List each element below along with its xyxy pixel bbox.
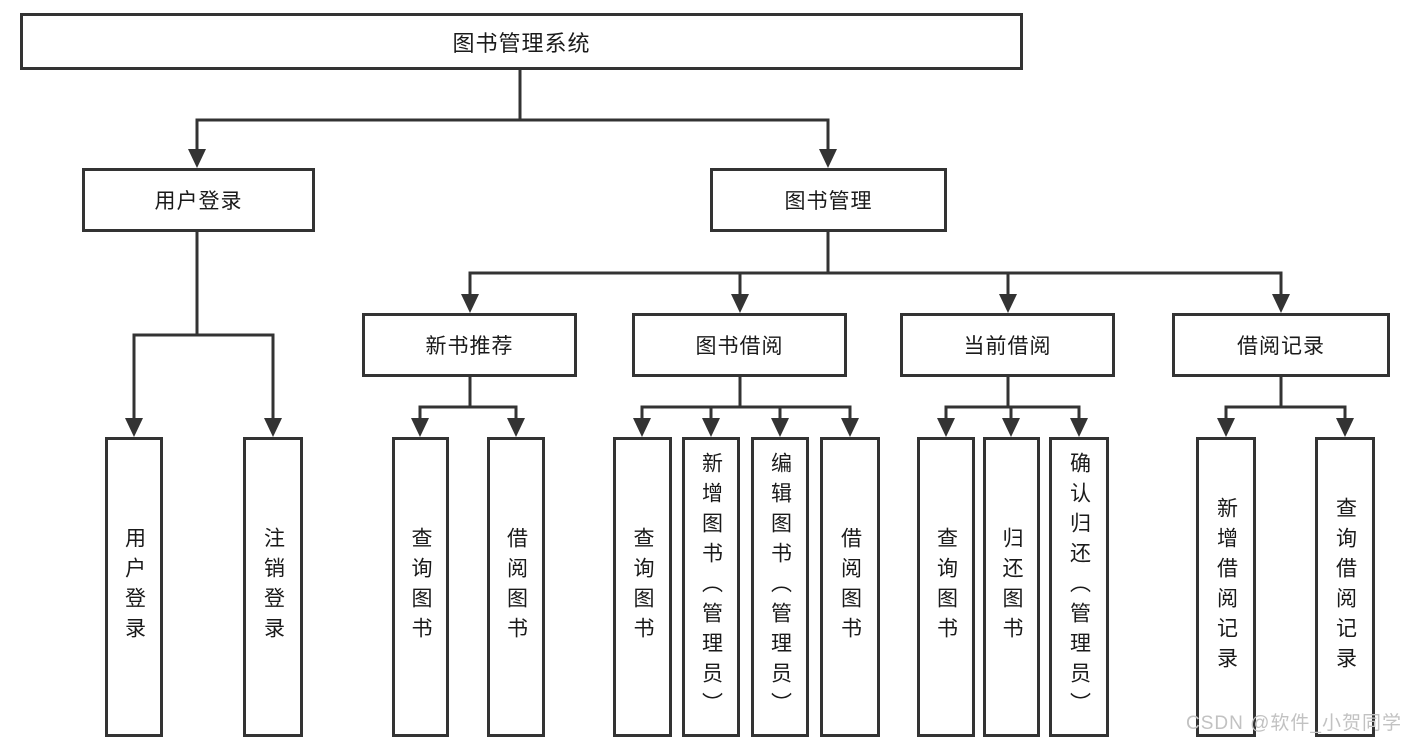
node-book-management-label: 图书管理 xyxy=(784,190,873,213)
node-book-management: 图书管理 xyxy=(710,168,947,232)
leaf-add-books-admin-label: 新增图书（管理员） xyxy=(699,452,723,722)
node-user-login: 用户登录 xyxy=(82,168,315,232)
node-book-borrow-label: 图书借阅 xyxy=(695,335,784,358)
leaf-add-borrow-record: 新增借阅记录 xyxy=(1196,437,1256,737)
node-library-system: 图书管理系统 xyxy=(20,13,1023,70)
leaf-recommend-query-books-label: 查询图书 xyxy=(409,527,432,647)
node-current-borrow-label: 当前借阅 xyxy=(963,335,1052,358)
csdn-watermark: CSDN @软件_小贺同学 xyxy=(1186,713,1402,734)
node-user-login-label: 用户登录 xyxy=(154,190,243,213)
leaf-query-borrow-record: 查询借阅记录 xyxy=(1315,437,1375,737)
leaf-logout-label: 注销登录 xyxy=(261,527,285,647)
leaf-return-books-label: 归还图书 xyxy=(1000,527,1023,647)
tree-edges xyxy=(132,70,1347,420)
leaf-recommend-borrow-books-label: 借阅图书 xyxy=(504,527,528,647)
node-borrow-records: 借阅记录 xyxy=(1172,313,1390,377)
leaf-confirm-return-admin: 确认归还（管理员） xyxy=(1049,437,1109,737)
node-current-borrow: 当前借阅 xyxy=(900,313,1115,377)
node-book-borrow: 图书借阅 xyxy=(632,313,847,377)
node-borrow-records-label: 借阅记录 xyxy=(1237,335,1325,358)
leaf-return-books: 归还图书 xyxy=(983,437,1040,737)
leaf-borrow-query-books: 查询图书 xyxy=(613,437,672,737)
leaf-user-login-label: 用户登录 xyxy=(122,527,146,647)
leaf-add-borrow-record-label: 新增借阅记录 xyxy=(1214,497,1238,677)
node-new-book-recommend-label: 新书推荐 xyxy=(425,335,514,358)
leaf-query-borrow-record-label: 查询借阅记录 xyxy=(1333,497,1357,677)
leaf-confirm-return-admin-label: 确认归还（管理员） xyxy=(1067,452,1091,722)
node-library-system-label: 图书管理系统 xyxy=(452,30,591,56)
leaf-logout: 注销登录 xyxy=(243,437,303,737)
leaf-borrow-query-books-label: 查询图书 xyxy=(631,527,654,647)
leaf-recommend-query-books: 查询图书 xyxy=(392,437,449,737)
leaf-user-login: 用户登录 xyxy=(105,437,163,737)
leaf-borrow-books-label: 借阅图书 xyxy=(838,527,862,647)
leaf-add-books-admin: 新增图书（管理员） xyxy=(682,437,740,737)
leaf-borrow-books: 借阅图书 xyxy=(820,437,880,737)
leaf-current-query-books: 查询图书 xyxy=(917,437,975,737)
leaf-edit-books-admin: 编辑图书（管理员） xyxy=(751,437,809,737)
leaf-recommend-borrow-books: 借阅图书 xyxy=(487,437,545,737)
arrowheads xyxy=(125,149,1354,437)
node-new-book-recommend: 新书推荐 xyxy=(362,313,577,377)
leaf-edit-books-admin-label: 编辑图书（管理员） xyxy=(768,452,792,722)
leaf-current-query-books-label: 查询图书 xyxy=(934,527,958,647)
